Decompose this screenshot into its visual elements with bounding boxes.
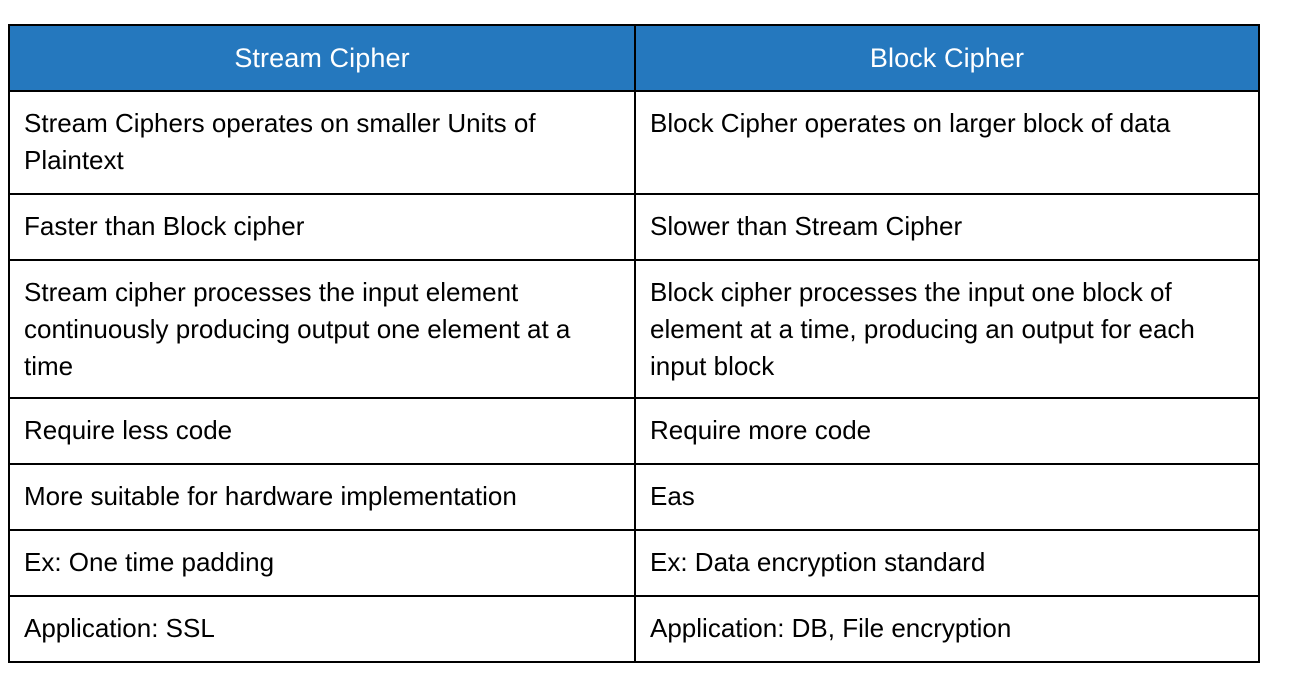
cell-stream-6: Application: SSL	[8, 595, 636, 663]
table-body: Stream Ciphers operates on smaller Units…	[8, 90, 1260, 663]
cell-text: Eas	[650, 481, 695, 511]
cell-text: Stream Ciphers operates on smaller Units…	[24, 108, 536, 175]
column-header-block-cipher: Block Cipher	[634, 24, 1260, 92]
cell-text: More suitable for hardware implementatio…	[24, 481, 517, 511]
cell-text: Faster than Block cipher	[24, 211, 305, 241]
cell-text: Application: DB, File encryption	[650, 613, 1012, 643]
cell-block-4: Eas	[634, 463, 1260, 531]
cell-text: Ex: One time padding	[24, 547, 275, 577]
cell-text: Require less code	[24, 415, 233, 445]
cell-text: Ex: Data encryption standard	[650, 547, 986, 577]
cell-text: Block Cipher operates on larger block of…	[650, 108, 1171, 138]
cell-stream-3: Require less code	[8, 397, 636, 465]
cell-block-2: Block cipher processes the input one blo…	[634, 259, 1260, 399]
cell-block-6: Application: DB, File encryption	[634, 595, 1260, 663]
comparison-table: Stream Cipher Block Cipher Stream Cipher…	[8, 24, 1260, 663]
table-header-row: Stream Cipher Block Cipher	[8, 24, 1260, 92]
table-row: Stream Ciphers operates on smaller Units…	[8, 90, 1260, 195]
cell-block-5: Ex: Data encryption standard	[634, 529, 1260, 597]
cell-text: Require more code	[650, 415, 872, 445]
cell-block-3: Require more code	[634, 397, 1260, 465]
table-row: Faster than Block cipher Slower than Str…	[8, 193, 1260, 261]
cell-text: Slower than Stream Cipher	[650, 211, 963, 241]
cell-block-0: Block Cipher operates on larger block of…	[634, 90, 1260, 195]
table-row: Ex: One time padding Ex: Data encryption…	[8, 529, 1260, 597]
table-row: Stream cipher processes the input elemen…	[8, 259, 1260, 399]
cell-stream-2: Stream cipher processes the input elemen…	[8, 259, 636, 399]
table-row: More suitable for hardware implementatio…	[8, 463, 1260, 531]
cell-text: Block cipher processes the input one blo…	[650, 277, 1195, 381]
cell-stream-5: Ex: One time padding	[8, 529, 636, 597]
cell-stream-4: More suitable for hardware implementatio…	[8, 463, 636, 531]
table-header: Stream Cipher Block Cipher	[8, 24, 1260, 92]
table-row: Application: SSL Application: DB, File e…	[8, 595, 1260, 663]
cell-text: Application: SSL	[24, 613, 215, 643]
cell-stream-1: Faster than Block cipher	[8, 193, 636, 261]
column-header-stream-cipher: Stream Cipher	[8, 24, 636, 92]
table-row: Require less code Require more code	[8, 397, 1260, 465]
cell-text: Stream cipher processes the input elemen…	[24, 277, 571, 381]
cell-block-1: Slower than Stream Cipher	[634, 193, 1260, 261]
cell-stream-0: Stream Ciphers operates on smaller Units…	[8, 90, 636, 195]
